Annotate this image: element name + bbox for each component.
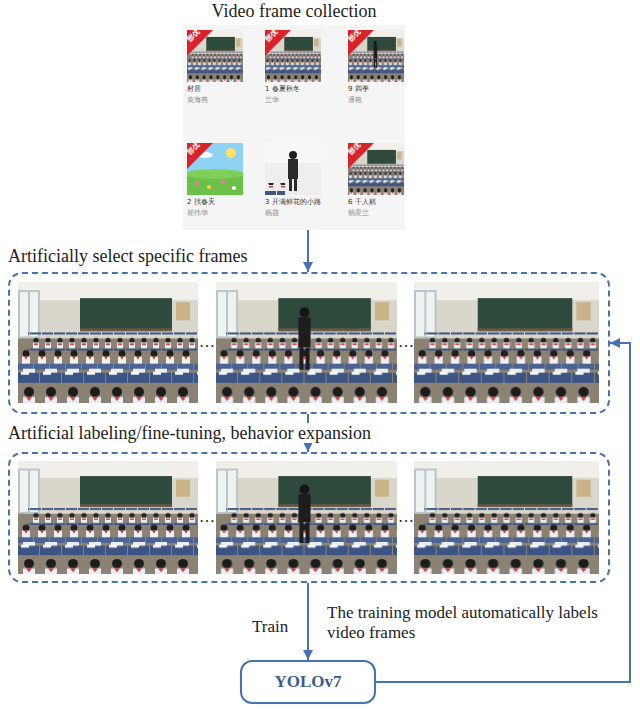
ellipsis: … (398, 333, 414, 351)
classroom-photo (414, 282, 599, 403)
award-ribbon: 部优 (347, 141, 364, 158)
ellipsis: … (398, 508, 414, 526)
lesson-title: 1 春夏秋冬 (265, 85, 300, 94)
ellipsis: … (199, 333, 215, 351)
frame-group: Artificial labeling/fine-tuning, behavio… (8, 452, 610, 583)
lesson-title: 6 千人糕 (348, 198, 376, 207)
award-ribbon: 部优 (264, 28, 281, 45)
classroom-photo (216, 282, 397, 403)
award-ribbon: 部优 (186, 28, 203, 45)
lesson-title: 2 找春天 (187, 198, 215, 207)
panel-ground (183, 25, 405, 230)
award-ribbon: 部优 (347, 28, 364, 45)
classroom-photo (414, 461, 599, 574)
classroom-photo (18, 282, 198, 403)
flow-arrow (307, 583, 309, 660)
lesson-title: 9 四季 (348, 85, 369, 94)
group-heading: Video frame collection (210, 1, 379, 21)
model-box: YOLOv7 (240, 660, 376, 704)
model-name: YOLOv7 (274, 672, 341, 692)
arrow-label: Train (250, 617, 290, 637)
group-heading: Artificially select specific frames (6, 246, 249, 266)
teacher-name: 翟伟华 (187, 209, 208, 217)
classroom-photo (216, 461, 397, 574)
teacher-name: 潘艳 (348, 96, 362, 104)
ellipsis: … (199, 508, 215, 526)
lesson-title: 3 开满鲜花的小路 (265, 198, 321, 207)
teacher-name: 黄海燕 (187, 96, 208, 104)
award-ribbon: 部优 (186, 141, 203, 158)
thumbnail (265, 143, 321, 195)
classroom-photo (18, 461, 198, 574)
group-heading: Artificial labeling/fine-tuning, behavio… (6, 423, 373, 443)
flow-arrow (307, 230, 309, 272)
arrow-label: The training model automatically labels … (325, 603, 619, 643)
teacher-name: 杨爱兰 (348, 209, 369, 217)
teacher-name: 兰华 (265, 96, 279, 104)
frame-group: Artificially select specific frames (8, 272, 610, 414)
lesson-title: 村居 (187, 85, 201, 94)
teacher-name: 杨霞 (265, 209, 279, 217)
